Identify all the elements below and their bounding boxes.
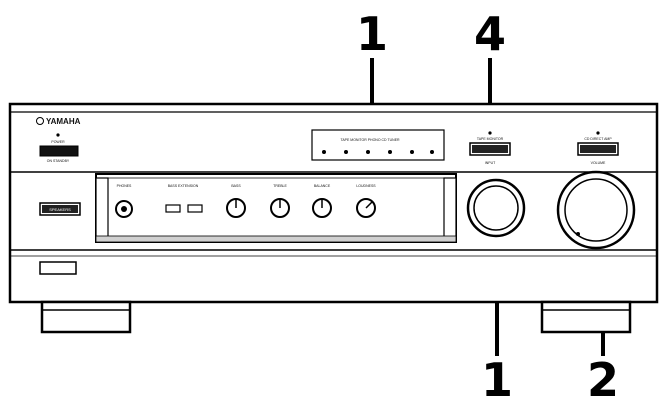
callout-top-1: 1 — [356, 7, 388, 61]
treble-label: TREBLE — [273, 184, 287, 188]
knob-pointer-icon — [365, 201, 373, 209]
loudness-switch[interactable] — [187, 204, 203, 213]
bass-extension-label: BASS EXTENSION — [168, 184, 199, 188]
led-indicator-icon — [322, 150, 326, 154]
left-foot — [40, 300, 132, 334]
display-window — [39, 261, 77, 275]
phones-jack-hole-icon — [121, 206, 127, 212]
callout-bottom-2: 2 — [587, 353, 619, 406]
flap-bottom-lip — [95, 235, 457, 243]
tape-monitor-label: TAPE MONITOR — [477, 137, 504, 141]
bass-label: BASS — [231, 184, 241, 188]
right-foot — [540, 300, 632, 334]
direct-amp-label: CD DIRECT AMP — [584, 137, 612, 141]
direct-amp-button-face — [580, 145, 616, 153]
input-selector-knob[interactable] — [466, 178, 526, 238]
phones-label: PHONES — [117, 184, 132, 188]
input-knob-inner — [473, 185, 519, 231]
led-indicator-icon — [410, 150, 414, 154]
led-indicator-icon — [344, 150, 348, 154]
input-label: INPUT — [485, 161, 496, 165]
led-indicator-icon — [366, 150, 370, 154]
led-indicator-icon — [430, 150, 434, 154]
balance-label: BALANCE — [314, 184, 331, 188]
power-button[interactable] — [39, 145, 79, 157]
treble-knob[interactable]: TREBLE — [270, 184, 290, 218]
flap-right-hinge — [443, 177, 457, 243]
callout-bottom-1: 1 — [481, 353, 513, 406]
led-row — [322, 150, 434, 154]
led-strip-panel — [311, 129, 445, 161]
volume-label: VOLUME — [591, 161, 606, 165]
balance-knob[interactable]: BALANCE — [312, 184, 332, 218]
brand-text: YAMAHA — [46, 117, 81, 126]
led-indicator-icon — [388, 150, 392, 154]
power-label: POWER — [51, 140, 65, 144]
power-indicator-icon — [56, 133, 60, 137]
tape-monitor-button-face — [472, 145, 508, 153]
volume-knob[interactable] — [556, 170, 636, 250]
yamaha-logo: YAMAHA — [36, 117, 81, 126]
yamaha-emblem-icon — [36, 117, 44, 125]
bass-knob[interactable]: BASS — [226, 184, 246, 218]
bass-extension-switch[interactable] — [165, 204, 181, 213]
led-strip-label: TAPE MONITOR PHONO CD TUNER — [340, 138, 400, 142]
volume-knob-inner — [564, 178, 628, 242]
direct-amp-indicator-icon — [596, 131, 600, 135]
power-sub-label: ON STANDBY — [47, 159, 70, 163]
volume-pointer-icon — [576, 232, 580, 236]
tape-monitor-indicator-icon — [488, 131, 492, 135]
callout-top-4: 4 — [474, 7, 506, 61]
speakers-label: SPEAKERS — [49, 207, 71, 212]
loudness-knob[interactable]: LOUDNESS — [356, 184, 376, 218]
flap-left-hinge — [95, 177, 109, 243]
speakers-button-face — [42, 205, 78, 213]
loudness-label: LOUDNESS — [356, 184, 376, 188]
